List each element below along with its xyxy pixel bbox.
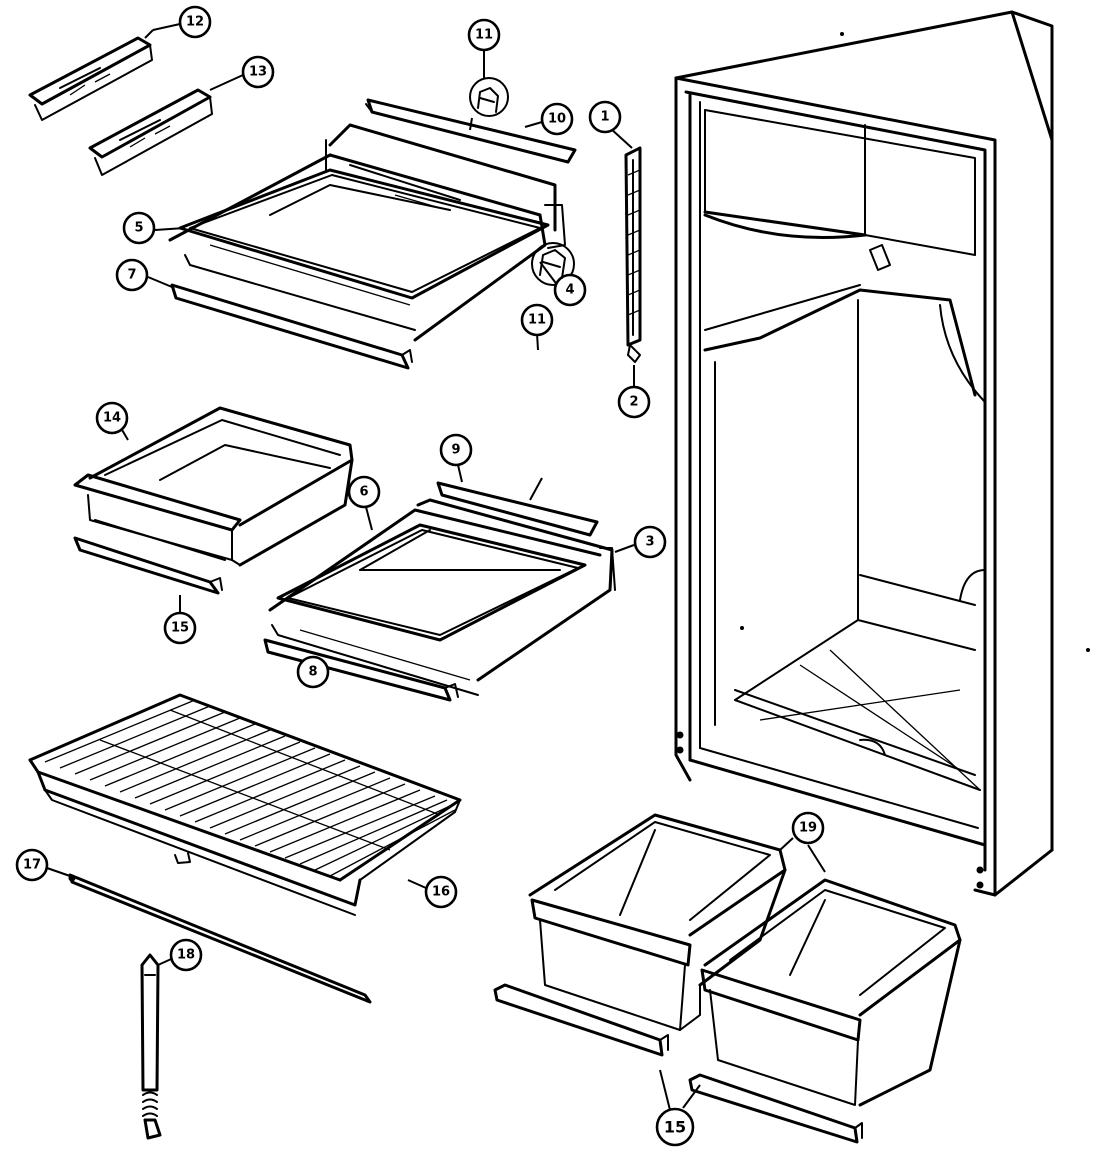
middle-shelf-assembly — [263, 498, 616, 702]
callout-6-label: 6 — [359, 485, 368, 500]
trim-10 — [365, 98, 577, 164]
callout-15-right: 15 — [655, 1107, 695, 1147]
strip-17 — [68, 873, 372, 1004]
callout-13: 13 — [241, 55, 275, 89]
callout-10: 10 — [540, 102, 574, 136]
callout-2: 2 — [617, 385, 651, 419]
rail-13 — [88, 88, 213, 176]
shelf-rail-1 — [624, 146, 642, 363]
speck-mark — [840, 32, 844, 36]
callout-14-label: 14 — [103, 411, 121, 426]
speck-mark — [1086, 648, 1090, 652]
callout-5-label: 5 — [134, 221, 143, 236]
callout-3: 3 — [633, 525, 667, 559]
clip-11-body — [539, 249, 566, 279]
callout-4-label: 4 — [565, 283, 574, 298]
callout-9-label: 9 — [451, 443, 460, 458]
upper-shelf-assembly — [168, 123, 566, 370]
callout-17-label: 17 — [23, 858, 41, 873]
trim-15-right — [493, 983, 863, 1144]
refrigerator-cabinet — [674, 10, 1054, 897]
callout-14: 14 — [95, 401, 129, 435]
callout-16-label: 16 — [432, 885, 450, 900]
callout-15-left-label: 15 — [171, 621, 189, 636]
callout-2-label: 2 — [629, 395, 638, 410]
callout-17: 17 — [15, 848, 49, 882]
tube-18 — [140, 953, 162, 1140]
callout-11-top-label: 11 — [475, 28, 493, 43]
callout-1: 1 — [588, 100, 622, 134]
callout-8-label: 8 — [308, 665, 317, 680]
callout-11-mid: 11 — [520, 303, 554, 337]
callout-11-top: 11 — [467, 18, 501, 52]
callout-3-label: 3 — [645, 535, 654, 550]
callout-18: 18 — [169, 938, 203, 972]
callout-12-label: 12 — [186, 15, 204, 30]
callout-12: 12 — [178, 5, 212, 39]
clip-11-lower — [531, 242, 575, 286]
callout-10-label: 10 — [548, 112, 566, 127]
callout-19: 19 — [791, 811, 825, 845]
crisper-drawers-19 — [528, 813, 962, 1107]
callout-7: 7 — [115, 258, 149, 292]
callout-11-mid-label: 11 — [528, 313, 546, 328]
speck-mark — [740, 626, 744, 630]
callout-15-left: 15 — [163, 611, 197, 645]
wire-shelf-16 — [28, 693, 462, 916]
callout-13-label: 13 — [249, 65, 267, 80]
rail-12 — [28, 36, 153, 121]
callout-7-label: 7 — [127, 268, 136, 283]
callout-5: 5 — [122, 211, 156, 245]
callout-8: 8 — [296, 655, 330, 689]
clip-11-upper — [469, 77, 509, 117]
callout-6: 6 — [347, 475, 381, 509]
trim-15-left — [73, 536, 223, 595]
callout-1-label: 1 — [600, 110, 609, 125]
drawer-14 — [73, 406, 354, 567]
callout-15-right-label: 15 — [664, 1118, 686, 1137]
callout-19-label: 19 — [799, 821, 817, 836]
callout-4: 4 — [553, 273, 587, 307]
trim-9 — [436, 481, 599, 537]
callout-9: 9 — [439, 433, 473, 467]
callout-16: 16 — [424, 875, 458, 909]
callout-18-label: 18 — [177, 948, 195, 963]
